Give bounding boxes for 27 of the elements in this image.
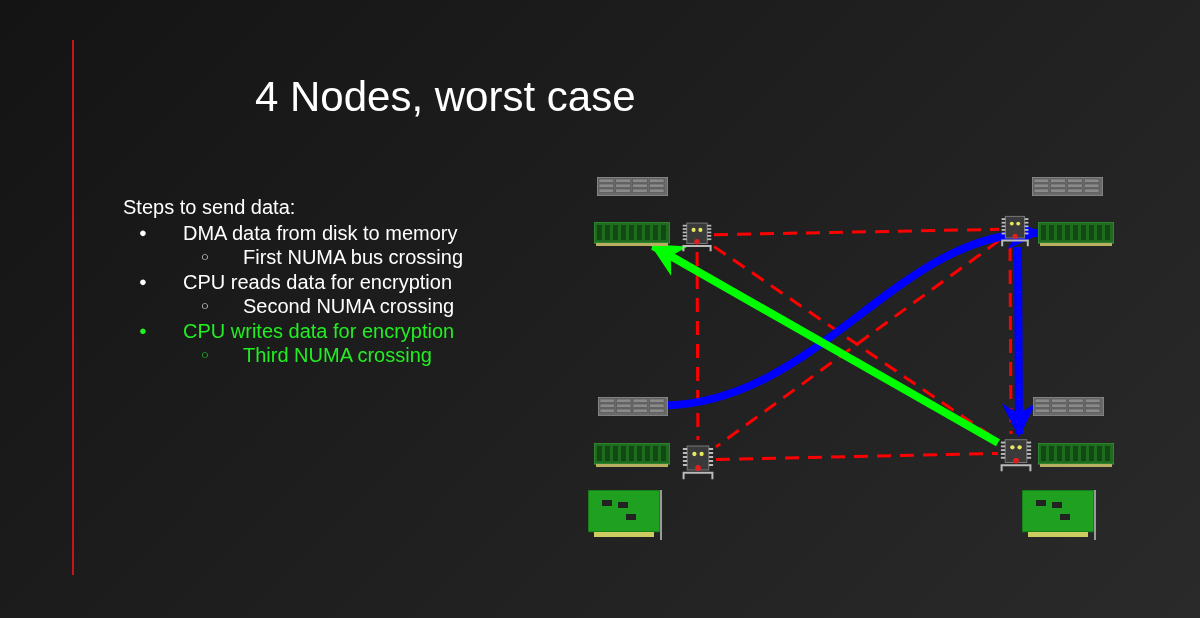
connector-line [715, 451, 999, 462]
memory-module-icon [1038, 222, 1114, 246]
step-text: CPU reads data for encryption [183, 270, 453, 294]
disk-array-icon [598, 397, 668, 416]
memory-module-icon [594, 222, 670, 246]
disk-array-icon [1032, 177, 1103, 196]
connector-line [713, 227, 1000, 237]
sub-step-text: Third NUMA crossing [243, 343, 432, 367]
bullet: ● [139, 322, 147, 340]
step-text: DMA data from disk to memory [183, 221, 458, 245]
memory-module-icon [1038, 443, 1114, 467]
bullet: ○ [201, 297, 209, 315]
slide-title: 4 Nodes, worst case [255, 72, 636, 122]
disk-array-icon [597, 177, 668, 196]
disk-array-icon [1033, 397, 1104, 416]
bullet: ○ [201, 346, 209, 364]
arrow [650, 242, 1000, 447]
sub-step-text: First NUMA bus crossing [243, 245, 464, 269]
sub-step-text: Second NUMA crossing [243, 294, 455, 318]
connector-line [1008, 247, 1013, 434]
bullet: ○ [201, 248, 209, 266]
connector-line [695, 252, 700, 440]
bullet: ● [139, 273, 147, 291]
step-text: CPU writes data for encryption [183, 319, 455, 343]
heading-text: Steps to send data: [123, 195, 296, 219]
memory-module-icon [594, 443, 670, 467]
bullet: ● [139, 224, 147, 242]
